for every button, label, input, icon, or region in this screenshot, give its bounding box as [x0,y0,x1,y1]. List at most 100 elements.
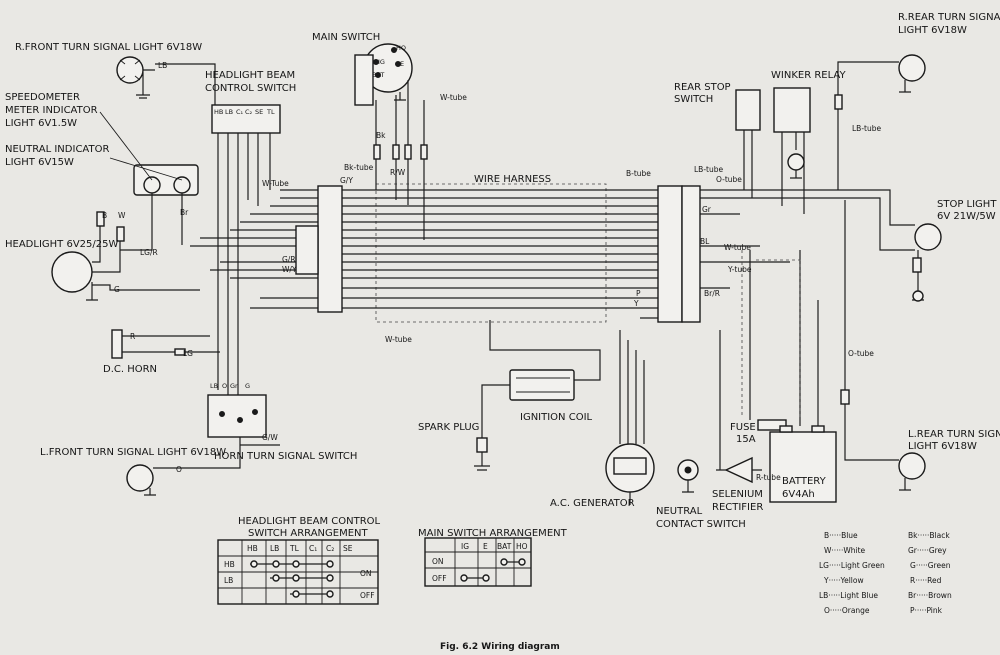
dc-horn [111,329,220,359]
headlight-beam-switch-box [211,104,281,420]
wire-tag: R/W [390,168,406,177]
wire-tag: Y-tube [727,265,752,274]
wire-tag: LG [183,349,193,358]
dc-horn-label: D.C. HORN [103,364,157,375]
legend-entry: P·····Pink [910,606,943,615]
neutral-indicator-label-1: NEUTRAL INDICATOR [5,144,109,155]
table-row-label: HB [224,560,235,569]
l-rear-turn-signal-light [840,200,926,491]
ignition-coil [481,320,601,440]
wire-tag: W-Tube [262,179,289,188]
main-switch-terminals: HO IG BAT E [372,44,406,79]
ac-generator [605,330,655,505]
table-row-label: LB [224,576,233,585]
fuse [757,419,787,431]
wire-tag: G/Y [340,176,353,185]
legend-entry: R·····Red [910,576,942,585]
wire-tag: W-tube [440,93,467,102]
table-header: SE [343,544,353,553]
terminal-label: LB [225,108,233,116]
wire-tag: O-tube [716,175,742,184]
selenium-label-2: RECTIFIER [712,502,763,513]
rear-stop-label-2: SWITCH [674,94,713,105]
neutral-contact-switch [677,459,699,493]
wire-tag: Y [633,299,639,308]
spark-plug [474,437,490,471]
terminal-label: O [222,382,227,390]
legend-entry: Gr·····Grey [908,546,947,555]
battery-label-1: BATTERY [782,476,827,487]
table-row-label: OFF [432,574,447,583]
terminal-label: BAT [372,71,384,79]
table-row-state: OFF [360,591,375,600]
l-front-turn-label: L.FRONT TURN SIGNAL LIGHT 6V18W [40,447,226,458]
terminal-label: C₂ [245,108,253,116]
wire-harness-label: WIRE HARNESS [474,174,551,185]
table-row-state: ON [360,569,372,578]
beam-switch-terminals: HB LB C₁ C₂ SE TL [214,108,275,116]
rear-stop-switch [735,89,761,198]
wire-tag: W [118,211,126,220]
terminal-label: HB [214,108,223,116]
speedometer-indicators [99,111,199,251]
wire-tag: G [114,285,120,294]
terminal-label: C₁ [236,108,244,116]
rear-stop-label-1: REAR STOP [674,82,731,93]
legend-entry: Br·····Brown [908,591,952,600]
r-rear-turn-signal-light [834,54,926,190]
wire-tag: O-tube [848,349,874,358]
terminal-label: TL [266,108,275,116]
terminal-label: E [400,60,404,68]
legend-entry: LG·····Light Green [819,561,885,570]
wire-tag: W/Y [282,265,297,274]
fuse-label-2: 15A [736,434,756,445]
stop-light [850,189,942,302]
wire-tag: Br [180,208,189,217]
r-rear-turn-label-2: LIGHT 6V18W [898,25,967,36]
beam-switch-label-2: CONTROL SWITCH [205,83,296,94]
table-header: HO [516,542,528,551]
wire-tag: Bk-tube [344,163,374,172]
main-table-title: MAIN SWITCH ARRANGEMENT [418,528,568,539]
r-front-turn-label: R.FRONT TURN SIGNAL LIGHT 6V18W [15,42,202,53]
table-header: LB [270,544,279,553]
neutral-contact-label-1: NEUTRAL [656,506,703,517]
r-rear-turn-label-1: R.REAR TURN SIGNAL [898,12,1000,23]
beam-table-title-2: SWITCH ARRANGEMENT [248,528,369,539]
horn-turn-signal-switch [180,394,280,469]
table-header: C₂ [326,544,334,553]
terminal-label: HO [396,44,406,52]
ac-generator-label: A.C. GENERATOR [550,498,635,509]
table-header: C₁ [309,544,317,553]
table-header: TL [289,544,300,553]
legend-entry: G·····Green [910,561,951,570]
legend-entry: Bk·····Black [908,531,950,540]
main-switch-label: MAIN SWITCH [312,32,380,43]
winker-relay-label: WINKER RELAY [771,70,846,81]
headlight [51,211,200,301]
headlight-label: HEADLIGHT 6V25/25W [5,239,118,250]
stop-light-label-2: 6V 21W/5W [937,211,996,222]
terminal-label: LB [210,382,218,390]
figure-caption: Fig. 6.2 Wiring diagram [440,642,560,652]
winker-relay [773,87,811,214]
terminal-label: SE [255,108,263,116]
wire-tag: G/R [282,255,296,264]
table-header: BAT [497,542,512,551]
wire-tag: LB-tube [694,165,723,174]
legend-entry: B·····Blue [824,531,858,540]
table-header: IG [461,542,469,551]
wire-tag: B [102,211,107,220]
wire-tag: G/W [262,433,278,442]
wire-tag: R-tube [756,473,781,482]
wire-tag: Bk [376,131,386,140]
wire-tag: BL [700,237,710,246]
wire-tags: LB W-Tube Bk-tube W-tube W-tube B-tube L… [102,61,881,482]
terminal-label: IG [378,58,385,66]
terminal-label: G [245,382,250,390]
wire-tag: O [176,465,182,474]
battery-label-2: 6V4Ah [782,489,815,500]
speedometer-label: SPEEDOMETER [5,92,80,103]
horn-switch-terminals: LB O Gr G [210,382,250,390]
